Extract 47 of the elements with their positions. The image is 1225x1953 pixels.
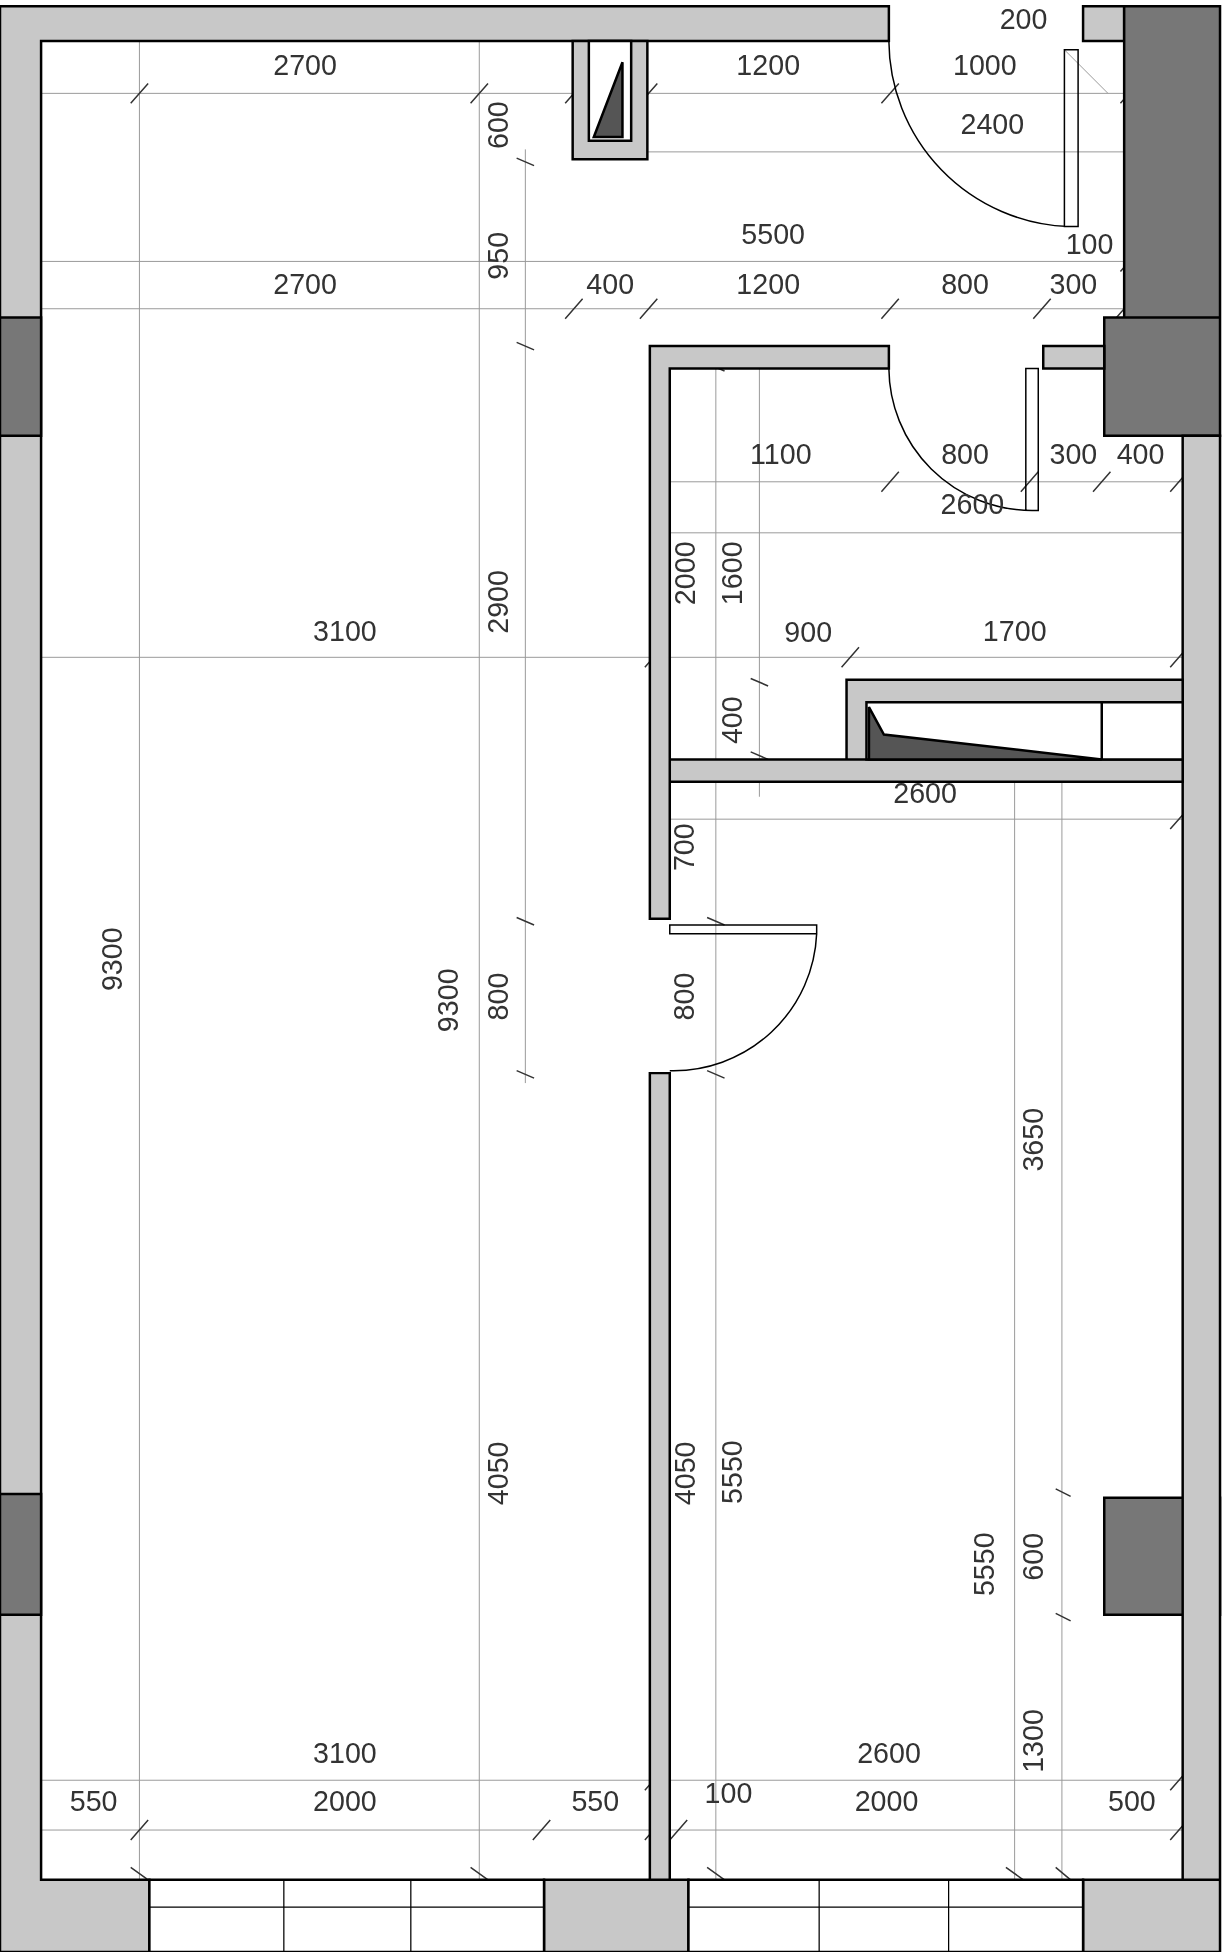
dimension-label: 100 xyxy=(704,1778,753,1807)
dimension-label: 2600 xyxy=(857,1738,921,1768)
dimension-label: 3100 xyxy=(313,1738,377,1768)
dimension-label: 600 xyxy=(1019,1532,1048,1581)
dimension-label: 3100 xyxy=(313,616,377,646)
dimension-label: 2900 xyxy=(483,569,513,634)
dimension-label: 550 xyxy=(69,1787,118,1816)
dimension-label: 2000 xyxy=(670,540,700,605)
dimension-label: 800 xyxy=(483,972,513,1020)
dimension-label: 500 xyxy=(1108,1787,1156,1816)
dimension-label: 2000 xyxy=(313,1787,377,1816)
dimension-label: 9300 xyxy=(433,967,463,1032)
dimension-label: 800 xyxy=(941,269,989,299)
dimension-label: 2600 xyxy=(893,778,957,808)
dimension-label: 3650 xyxy=(1019,1107,1048,1171)
dimension-label: 4050 xyxy=(670,1440,700,1505)
dimension-label: 5550 xyxy=(717,1439,747,1504)
dimension-label: 400 xyxy=(586,269,635,299)
dimension-label: 1700 xyxy=(982,616,1047,646)
dimension-label: 300 xyxy=(1049,440,1098,469)
dimension-label: 9300 xyxy=(97,926,127,991)
dimension-label: 2600 xyxy=(940,489,1005,519)
dimension-label: 200 xyxy=(999,4,1048,33)
dimension-label: 1000 xyxy=(953,50,1017,80)
dimension-label: 2700 xyxy=(273,269,337,299)
dimension-label: 300 xyxy=(1049,269,1098,299)
dimension-label: 2400 xyxy=(960,110,1025,139)
dimension-label: 900 xyxy=(784,618,833,647)
dimension-label: 400 xyxy=(717,695,747,744)
dimension-label: 600 xyxy=(483,100,513,149)
dimension-label: 1300 xyxy=(1019,1708,1048,1773)
dimension-label: 800 xyxy=(941,440,989,469)
dimension-label: 950 xyxy=(483,231,513,280)
dimension-label: 100 xyxy=(1065,229,1114,259)
dimension-label: 550 xyxy=(571,1787,620,1816)
dimension-label: 1600 xyxy=(717,540,747,605)
dimension-label: 4050 xyxy=(483,1440,513,1505)
dimension-label: 800 xyxy=(670,972,700,1020)
dimension-label: 700 xyxy=(670,822,700,871)
dimension-label: 5500 xyxy=(741,219,806,249)
dimension-label: 2700 xyxy=(273,50,337,80)
dimension-label: 2000 xyxy=(854,1787,919,1816)
dimension-label: 400 xyxy=(1116,440,1165,469)
dimension-label: 5550 xyxy=(969,1531,998,1596)
dimension-label: 1200 xyxy=(736,50,801,80)
dimension-label: 1200 xyxy=(736,269,801,299)
dimension-label: 1100 xyxy=(750,440,812,469)
